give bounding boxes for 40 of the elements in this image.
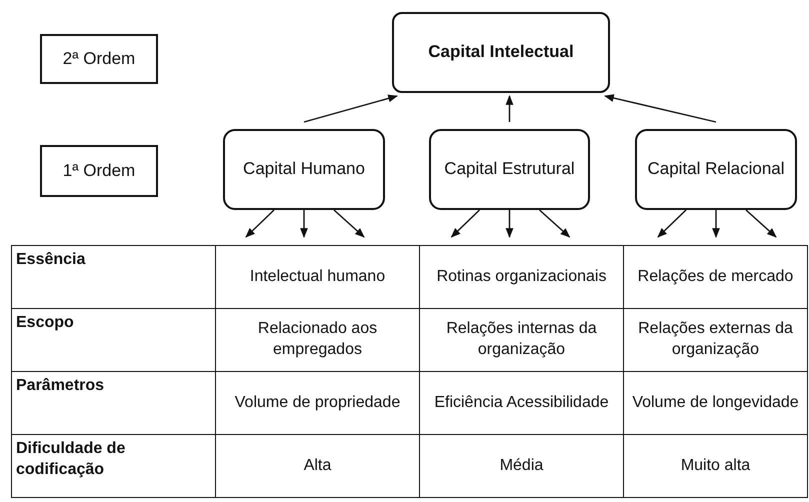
row-heading: Parâmetros <box>16 377 104 394</box>
cell-text: Relacionado aos empregados <box>258 320 378 358</box>
concept-box <box>429 129 590 210</box>
concept-box <box>635 129 797 210</box>
arrow <box>657 210 686 238</box>
arrow <box>712 210 720 238</box>
cell-text: Relações internas da organização <box>446 320 597 358</box>
cell-text: Volume de longevidade <box>632 394 799 411</box>
arrow <box>334 209 365 238</box>
cell-text: Volume de propriedade <box>234 394 400 411</box>
node-label: 2ª Ordem <box>62 48 136 70</box>
concept-box <box>223 129 385 210</box>
row-heading: Essência <box>16 251 86 268</box>
node-label: Capital Estrutural <box>444 158 575 180</box>
arrow <box>300 210 308 238</box>
concept-box <box>392 12 610 93</box>
node-label: Capital Intelectual <box>428 41 574 64</box>
cell-text: Muito alta <box>680 456 750 474</box>
arrow <box>604 94 716 123</box>
cell-text: Relações externas da organização <box>638 320 793 358</box>
level-box <box>40 34 158 84</box>
arrow <box>304 94 398 123</box>
cell-text: Intelectual humano <box>250 268 386 285</box>
level-box <box>40 145 158 197</box>
arrow <box>245 210 274 238</box>
row-heading: Escopo <box>16 314 74 331</box>
cell-text: Alta <box>304 456 332 474</box>
node-label: Capital Humano <box>243 158 365 180</box>
arrow <box>746 209 777 238</box>
node-label: Capital Relacional <box>647 158 785 180</box>
row-heading: Dificuldade de codificação <box>16 440 126 478</box>
arrow <box>506 210 514 238</box>
node-label: 1ª Ordem <box>62 160 136 182</box>
arrow <box>506 95 514 122</box>
cell-text: Eficiência Acessibilidade <box>434 394 609 411</box>
cell-text: Rotinas organizacionais <box>436 268 606 285</box>
cell-text: Média <box>500 456 544 474</box>
arrow <box>450 210 480 238</box>
arrow <box>539 209 570 238</box>
cell-text: Relações de mercado <box>638 268 794 285</box>
